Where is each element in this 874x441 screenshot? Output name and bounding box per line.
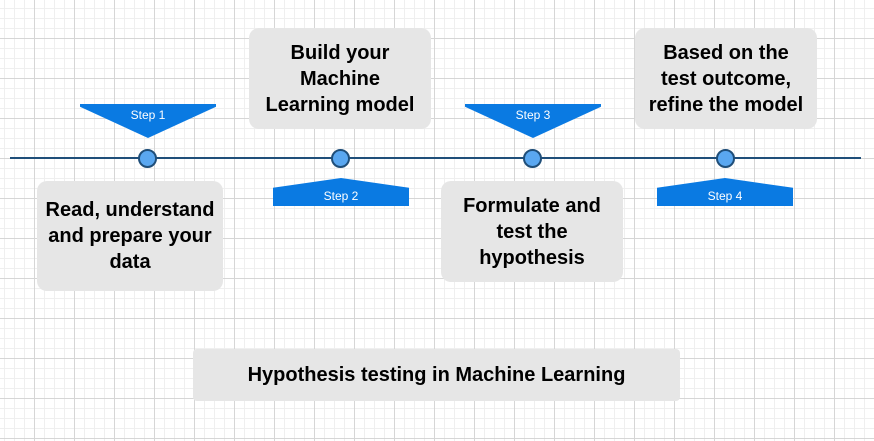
step-4-label: Step 4 [707,189,743,203]
step-3-flag: Step 3 [465,104,601,138]
step-1-node [138,149,157,168]
step-4-text: Based on the test outcome, refine the mo… [648,41,804,116]
step-3-node [523,149,542,168]
step-2-node [331,149,350,168]
caption-text: Hypothesis testing in Machine Learning [247,363,626,386]
diagram-caption: Hypothesis testing in Machine Learning [193,349,680,401]
step-3-label: Step 3 [515,108,551,122]
step-3-text: Formulate and test the hypothesis [463,194,601,269]
timeline-axis [10,157,861,159]
step-2-text: Build your Machine Learning model [265,41,415,116]
step-1-box: Read, understand and prepare your data [37,181,223,291]
step-2-flag: Step 2 [273,178,409,206]
step-1-text: Read, understand and prepare your data [45,199,215,273]
step-1-label: Step 1 [130,108,166,122]
step-4-box: Based on the test outcome, refine the mo… [635,28,817,129]
step-3-box: Formulate and test the hypothesis [441,181,623,282]
step-2-label: Step 2 [323,189,359,203]
step-4-flag: Step 4 [657,178,793,206]
step-2-box: Build your Machine Learning model [249,28,431,129]
step-1-flag: Step 1 [80,104,216,138]
step-4-node [716,149,735,168]
